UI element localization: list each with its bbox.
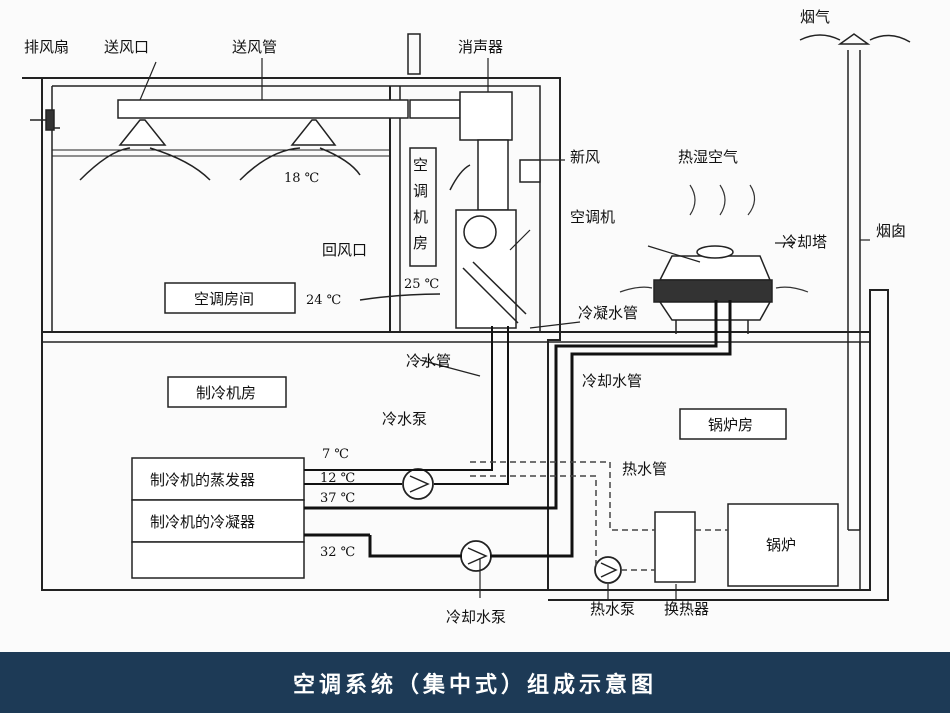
ac-room-v-char-1: 空 [413,156,428,174]
condenser-box [131,499,305,543]
hot-water-pump-label: 热水泵 [590,600,635,618]
caption-bar: 空调系统（集中式）组成示意图 [0,652,950,713]
return-outlet-label: 回风口 [322,241,367,259]
ac-room-v-char-3: 机 [413,208,428,226]
chilled-pump-label: 冷水泵 [382,410,427,428]
ac-room-v-char-4: 房 [413,234,428,252]
ac-room-box [164,282,296,314]
chiller-room-box [167,376,287,408]
silencer-shape [459,91,513,141]
temp-7-label: 7 ℃ [322,447,349,462]
supply-outlet-label: 送风口 [104,38,149,56]
hot-humid-air-label: 热湿空气 [678,148,738,166]
evaporator-label: 制冷机的蒸发器 [150,471,255,489]
evaporator-box [131,457,305,501]
cooling-pipe-return [368,300,732,558]
supply-outlet-shape [118,119,167,146]
cooling-pipe-supply [304,300,718,510]
ac-unit-label: 空调机 [570,208,615,226]
supply-duct-label: 送风管 [232,38,277,56]
cooling-pipe-label: 冷却水管 [582,372,642,390]
chimney-label: 烟囱 [876,222,906,240]
condensate-pipe-label: 冷凝水管 [578,304,638,322]
hot-water-pipe-label: 热水管 [622,460,667,478]
chimney-shape [799,33,911,531]
boiler-room-label: 锅炉房 [708,416,753,434]
cooling-tower-label: 冷却塔 [782,233,827,251]
boiler-room-box [679,408,787,440]
condenser-label: 制冷机的冷凝器 [150,513,255,531]
cooling-tower-shape [653,245,773,334]
temp-24-label: 24 ℃ [306,293,341,308]
chilled-pipe-return [304,326,509,485]
supply-duct-shape [117,99,409,119]
temp-37-label: 37 ℃ [320,491,355,506]
cooling-pump-label: 冷却水泵 [446,608,506,626]
ac-room-label: 空调房间 [194,290,254,308]
hot-water-pipe [470,461,655,531]
chilled-pipe-supply [304,326,493,471]
boiler-box [727,503,839,587]
exhaust-fan-label: 排风扇 [24,38,69,56]
chiller-base-box [131,541,305,579]
heat-exchanger-box [654,511,696,583]
boiler-label: 锅炉 [766,536,796,554]
chilled-pipe-label: 冷水管 [406,352,451,370]
diagram-canvas: 排风扇 送风口 送风管 消声器 烟气 新风 热湿空气 空 调 机 房 空调机 冷… [22,8,911,626]
temp-12-label: 12 ℃ [320,471,355,486]
ac-room-v-char-2: 调 [413,182,428,200]
chiller-room-label: 制冷机房 [196,384,256,402]
temp-25-label: 25 ℃ [404,277,439,292]
heat-exchanger-label: 换热器 [664,600,709,618]
flue-gas-label: 烟气 [800,8,830,26]
temp-32-label: 32 ℃ [320,545,355,560]
hvac-diagram: 排风扇 送风口 送风管 消声器 烟气 新风 热湿空气 空 调 机 房 空调机 冷… [22,8,911,626]
silencer-label: 消声器 [458,38,503,56]
caption-title: 空调系统（集中式）组成示意图 [292,672,657,698]
fresh-air-label: 新风 [570,148,600,166]
temp-18-label: 18 ℃ [284,171,319,186]
